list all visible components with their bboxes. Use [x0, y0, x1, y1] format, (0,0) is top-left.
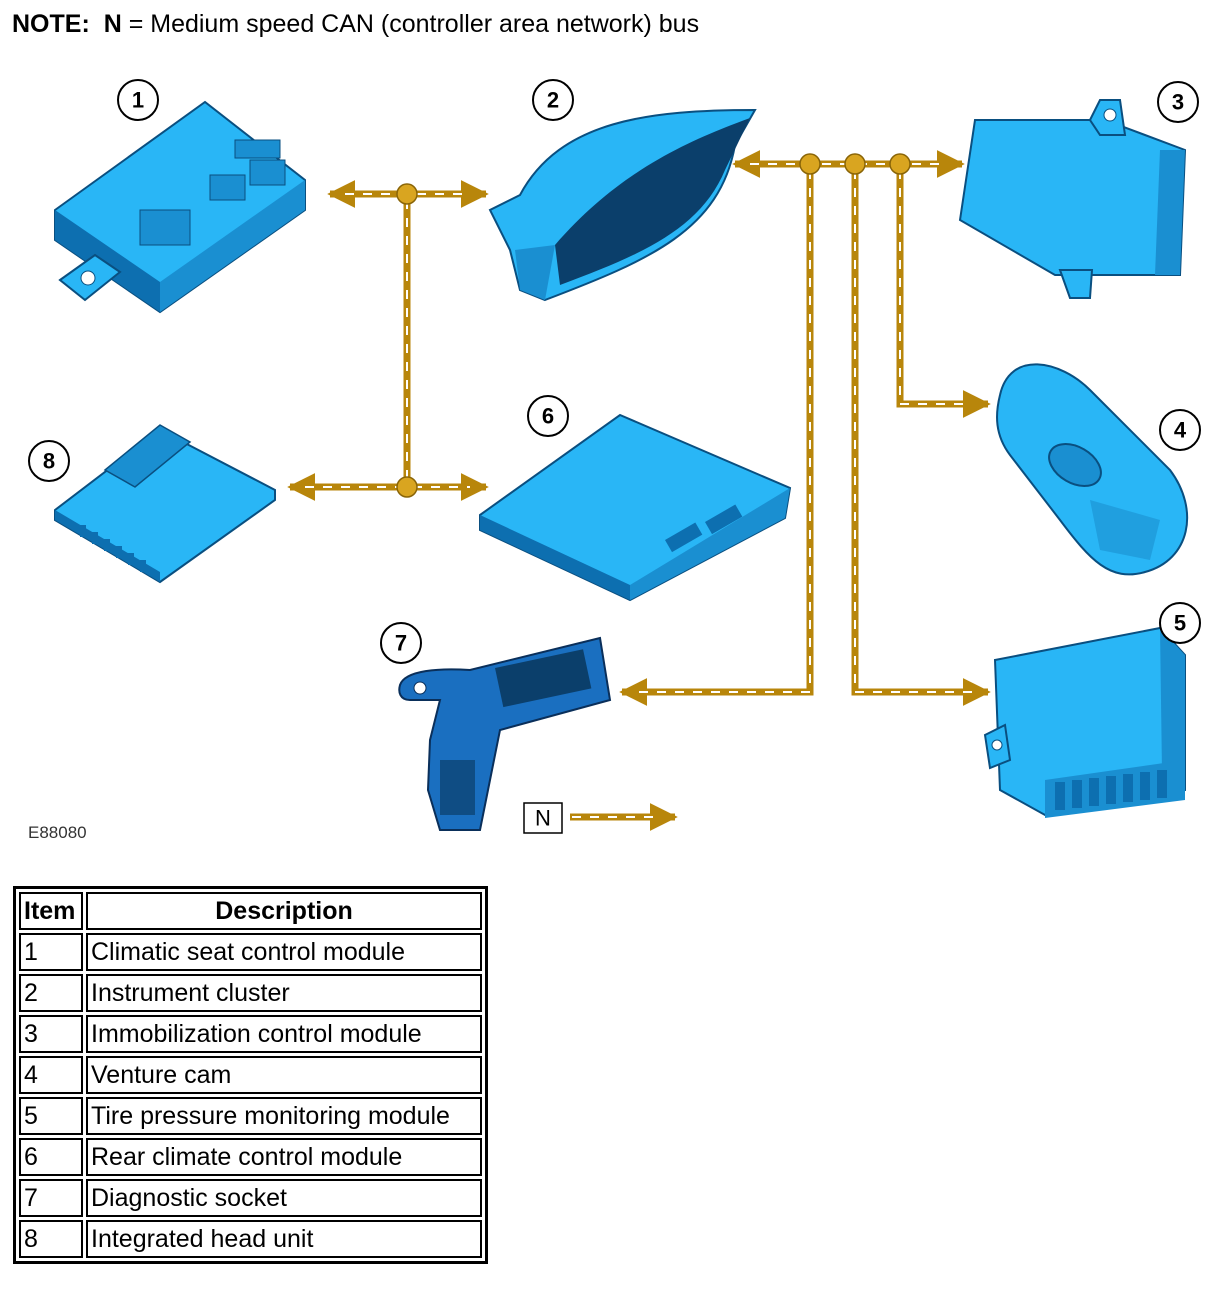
callout-4: 4 [1159, 409, 1201, 451]
note-line: NOTE: N = Medium speed CAN (controller a… [12, 6, 699, 42]
module-6-rear-climate-control-module [479, 413, 792, 602]
item-description: Venture cam [86, 1056, 482, 1094]
callout-7: 7 [380, 622, 422, 664]
module-4-venture-cam [996, 363, 1189, 576]
item-description: Rear climate control module [86, 1138, 482, 1176]
item-number: 7 [19, 1179, 83, 1217]
item-description: Instrument cluster [86, 974, 482, 1012]
note-symbol: N [103, 10, 122, 38]
module-2-instrument-cluster [488, 108, 757, 302]
callout-2: 2 [532, 79, 574, 121]
svg-text:5: 5 [1174, 611, 1186, 636]
item-number: 1 [19, 933, 83, 971]
figure-id: E88080 [28, 823, 87, 842]
header-item: Item [19, 892, 83, 930]
svg-text:8: 8 [43, 449, 55, 474]
item-description: Diagnostic socket [86, 1179, 482, 1217]
item-number: 8 [19, 1220, 83, 1258]
header-description: Description [86, 892, 482, 930]
note-text: = Medium speed CAN (controller area netw… [128, 10, 700, 38]
module-8-integrated-head-unit [54, 424, 276, 584]
medium-speed-can-bus-lines [287, 150, 991, 831]
svg-text:1: 1 [132, 88, 144, 113]
can-bus-diagram: 1 2 3 4 5 6 7 8 N E88080 [28, 79, 1201, 842]
item-number: 4 [19, 1056, 83, 1094]
note-label: NOTE: [12, 10, 90, 38]
item-number: 2 [19, 974, 83, 1012]
svg-text:6: 6 [542, 404, 554, 429]
svg-text:3: 3 [1172, 90, 1184, 115]
svg-text:N: N [535, 806, 551, 831]
svg-text:4: 4 [1174, 418, 1187, 443]
table-header-row: Item Description [19, 892, 482, 930]
module-1-climatic-seat-control-module [54, 100, 306, 314]
module-3-immobilization-control-module [958, 99, 1187, 299]
callout-6: 6 [527, 395, 569, 437]
callout-5: 5 [1159, 602, 1201, 644]
callout-3: 3 [1157, 81, 1199, 123]
svg-text:7: 7 [395, 631, 407, 656]
module-7-diagnostic-socket [398, 636, 612, 831]
item-description: Immobilization control module [86, 1015, 482, 1053]
callout-8: 8 [28, 440, 70, 482]
callout-1: 1 [117, 79, 159, 121]
module-5-tire-pressure-monitoring-module [983, 626, 1186, 818]
legend-n-box: N [523, 802, 563, 834]
item-number: 5 [19, 1097, 83, 1135]
item-number: 3 [19, 1015, 83, 1053]
item-number: 6 [19, 1138, 83, 1176]
item-description: Integrated head unit [86, 1220, 482, 1258]
item-description: Tire pressure monitoring module [86, 1097, 482, 1135]
svg-text:2: 2 [547, 88, 559, 113]
item-description: Climatic seat control module [86, 933, 482, 971]
